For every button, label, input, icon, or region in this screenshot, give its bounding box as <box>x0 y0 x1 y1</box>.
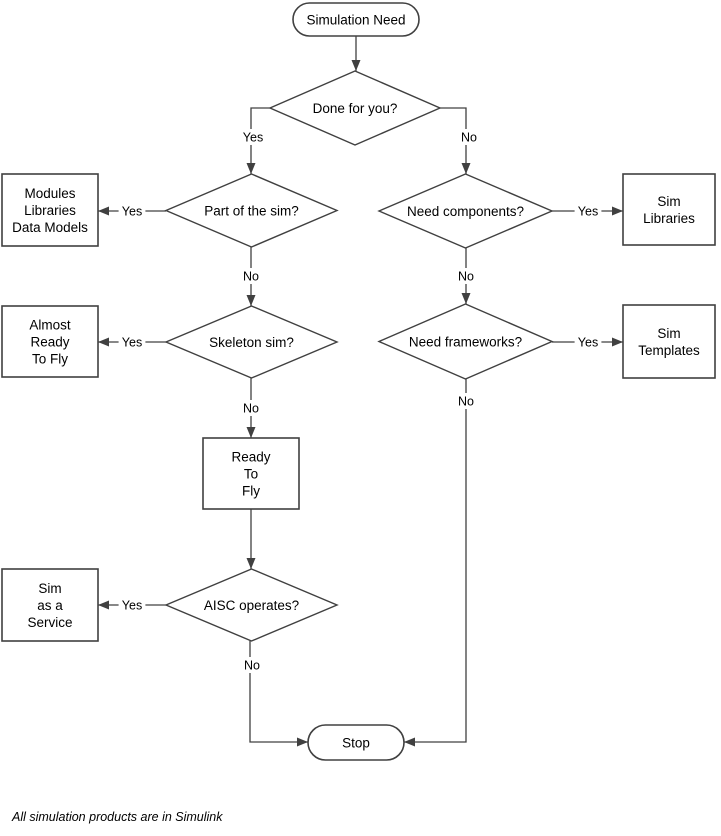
edge-part-yes-to-modules-label: Yes <box>122 205 142 219</box>
edge-frameworks-no-to-stop <box>404 379 467 747</box>
edge-done-no-to-components-label: No <box>461 131 477 145</box>
start-terminal-simulation-need: Simulation Need <box>292 2 420 37</box>
edge-aisc-no-to-stop-label-bg <box>242 657 262 673</box>
result-ready-to-fly-shape <box>202 437 300 510</box>
decision-skeleton-sim: Skeleton sim? <box>164 305 339 379</box>
edge-skeleton-yes-to-almost-label: Yes <box>122 336 142 350</box>
edge-skeleton-no-to-ready-label: No <box>243 402 259 416</box>
edge-done-yes-to-part-label: Yes <box>243 131 263 145</box>
decision-part-of-the-sim-label: Part of the sim? <box>204 203 299 218</box>
edge-aisc-yes-to-service-label-bg <box>118 597 146 613</box>
decision-need-frameworks-label: Need frameworks? <box>409 334 522 349</box>
decision-need-components-label: Need components? <box>407 204 524 219</box>
decision-done-for-you-label: Done for you? <box>313 101 398 116</box>
edge-aisc-no-to-stop-label: No <box>244 659 260 673</box>
edge-components-yes-to-simlibraries-label-bg <box>574 203 602 219</box>
edge-frameworks-yes-to-simtemplates-label: Yes <box>578 336 598 350</box>
decision-need-components-shape <box>377 173 554 249</box>
decision-need-components: Need components? <box>377 173 554 249</box>
edge-frameworks-yes-to-simtemplates-label-bg <box>574 334 602 350</box>
edge-components-yes-to-simlibraries-label: Yes <box>578 205 598 219</box>
result-modules-libraries-data-models-shape <box>1 173 99 247</box>
edge-done-yes-to-part <box>246 107 270 174</box>
decision-need-frameworks-shape <box>377 303 554 380</box>
edge-components-no-to-frameworks-label: No <box>458 270 474 284</box>
stop-terminal: Stop <box>307 724 405 761</box>
decision-done-for-you-shape <box>268 70 442 146</box>
edge-part-no-to-skeleton-label-bg <box>241 268 261 284</box>
decision-part-of-the-sim-shape <box>164 173 339 248</box>
edge-aisc-no-to-stop <box>249 641 308 747</box>
result-sim-libraries-shape <box>622 173 716 246</box>
edge-frameworks-no-to-stop-label-bg <box>456 393 476 409</box>
edge-done-no-to-components-label-bg <box>459 129 479 145</box>
decision-aisc-operates-label: AISC operates? <box>204 598 299 613</box>
decision-aisc-operates: AISC operates? <box>164 568 339 642</box>
result-almost-ready-to-fly-shape <box>1 305 99 378</box>
edge-components-no-to-frameworks-label-bg <box>456 268 476 284</box>
decision-skeleton-sim-label: Skeleton sim? <box>209 335 294 350</box>
stop-terminal-label: Stop <box>342 735 370 750</box>
result-sim-templates-shape <box>622 304 716 379</box>
decision-part-of-the-sim: Part of the sim? <box>164 173 339 248</box>
edge-skeleton-yes-to-almost-label-bg <box>118 334 146 350</box>
decision-need-frameworks: Need frameworks? <box>377 303 554 380</box>
stop-terminal-shape <box>307 724 405 761</box>
result-sim-as-a-service-shape <box>1 568 99 642</box>
edge-aisc-yes-to-service-label: Yes <box>122 599 142 613</box>
edge-part-no-to-skeleton-label: No <box>243 270 259 284</box>
decision-done-for-you: Done for you? <box>268 70 442 146</box>
decision-aisc-operates-shape <box>164 568 339 642</box>
edge-part-yes-to-modules-label-bg <box>118 203 146 219</box>
decision-skeleton-sim-shape <box>164 305 339 379</box>
footnote-text: All simulation products are in Simulink <box>12 810 223 824</box>
start-terminal-simulation-need-shape <box>292 2 420 37</box>
edge-done-yes-to-part-label-bg <box>239 129 267 145</box>
edge-skeleton-no-to-ready-label-bg <box>241 400 261 416</box>
edge-frameworks-no-to-stop-label: No <box>458 395 474 409</box>
edge-done-no-to-components <box>440 107 471 174</box>
start-terminal-simulation-need-label: Simulation Need <box>306 12 405 27</box>
